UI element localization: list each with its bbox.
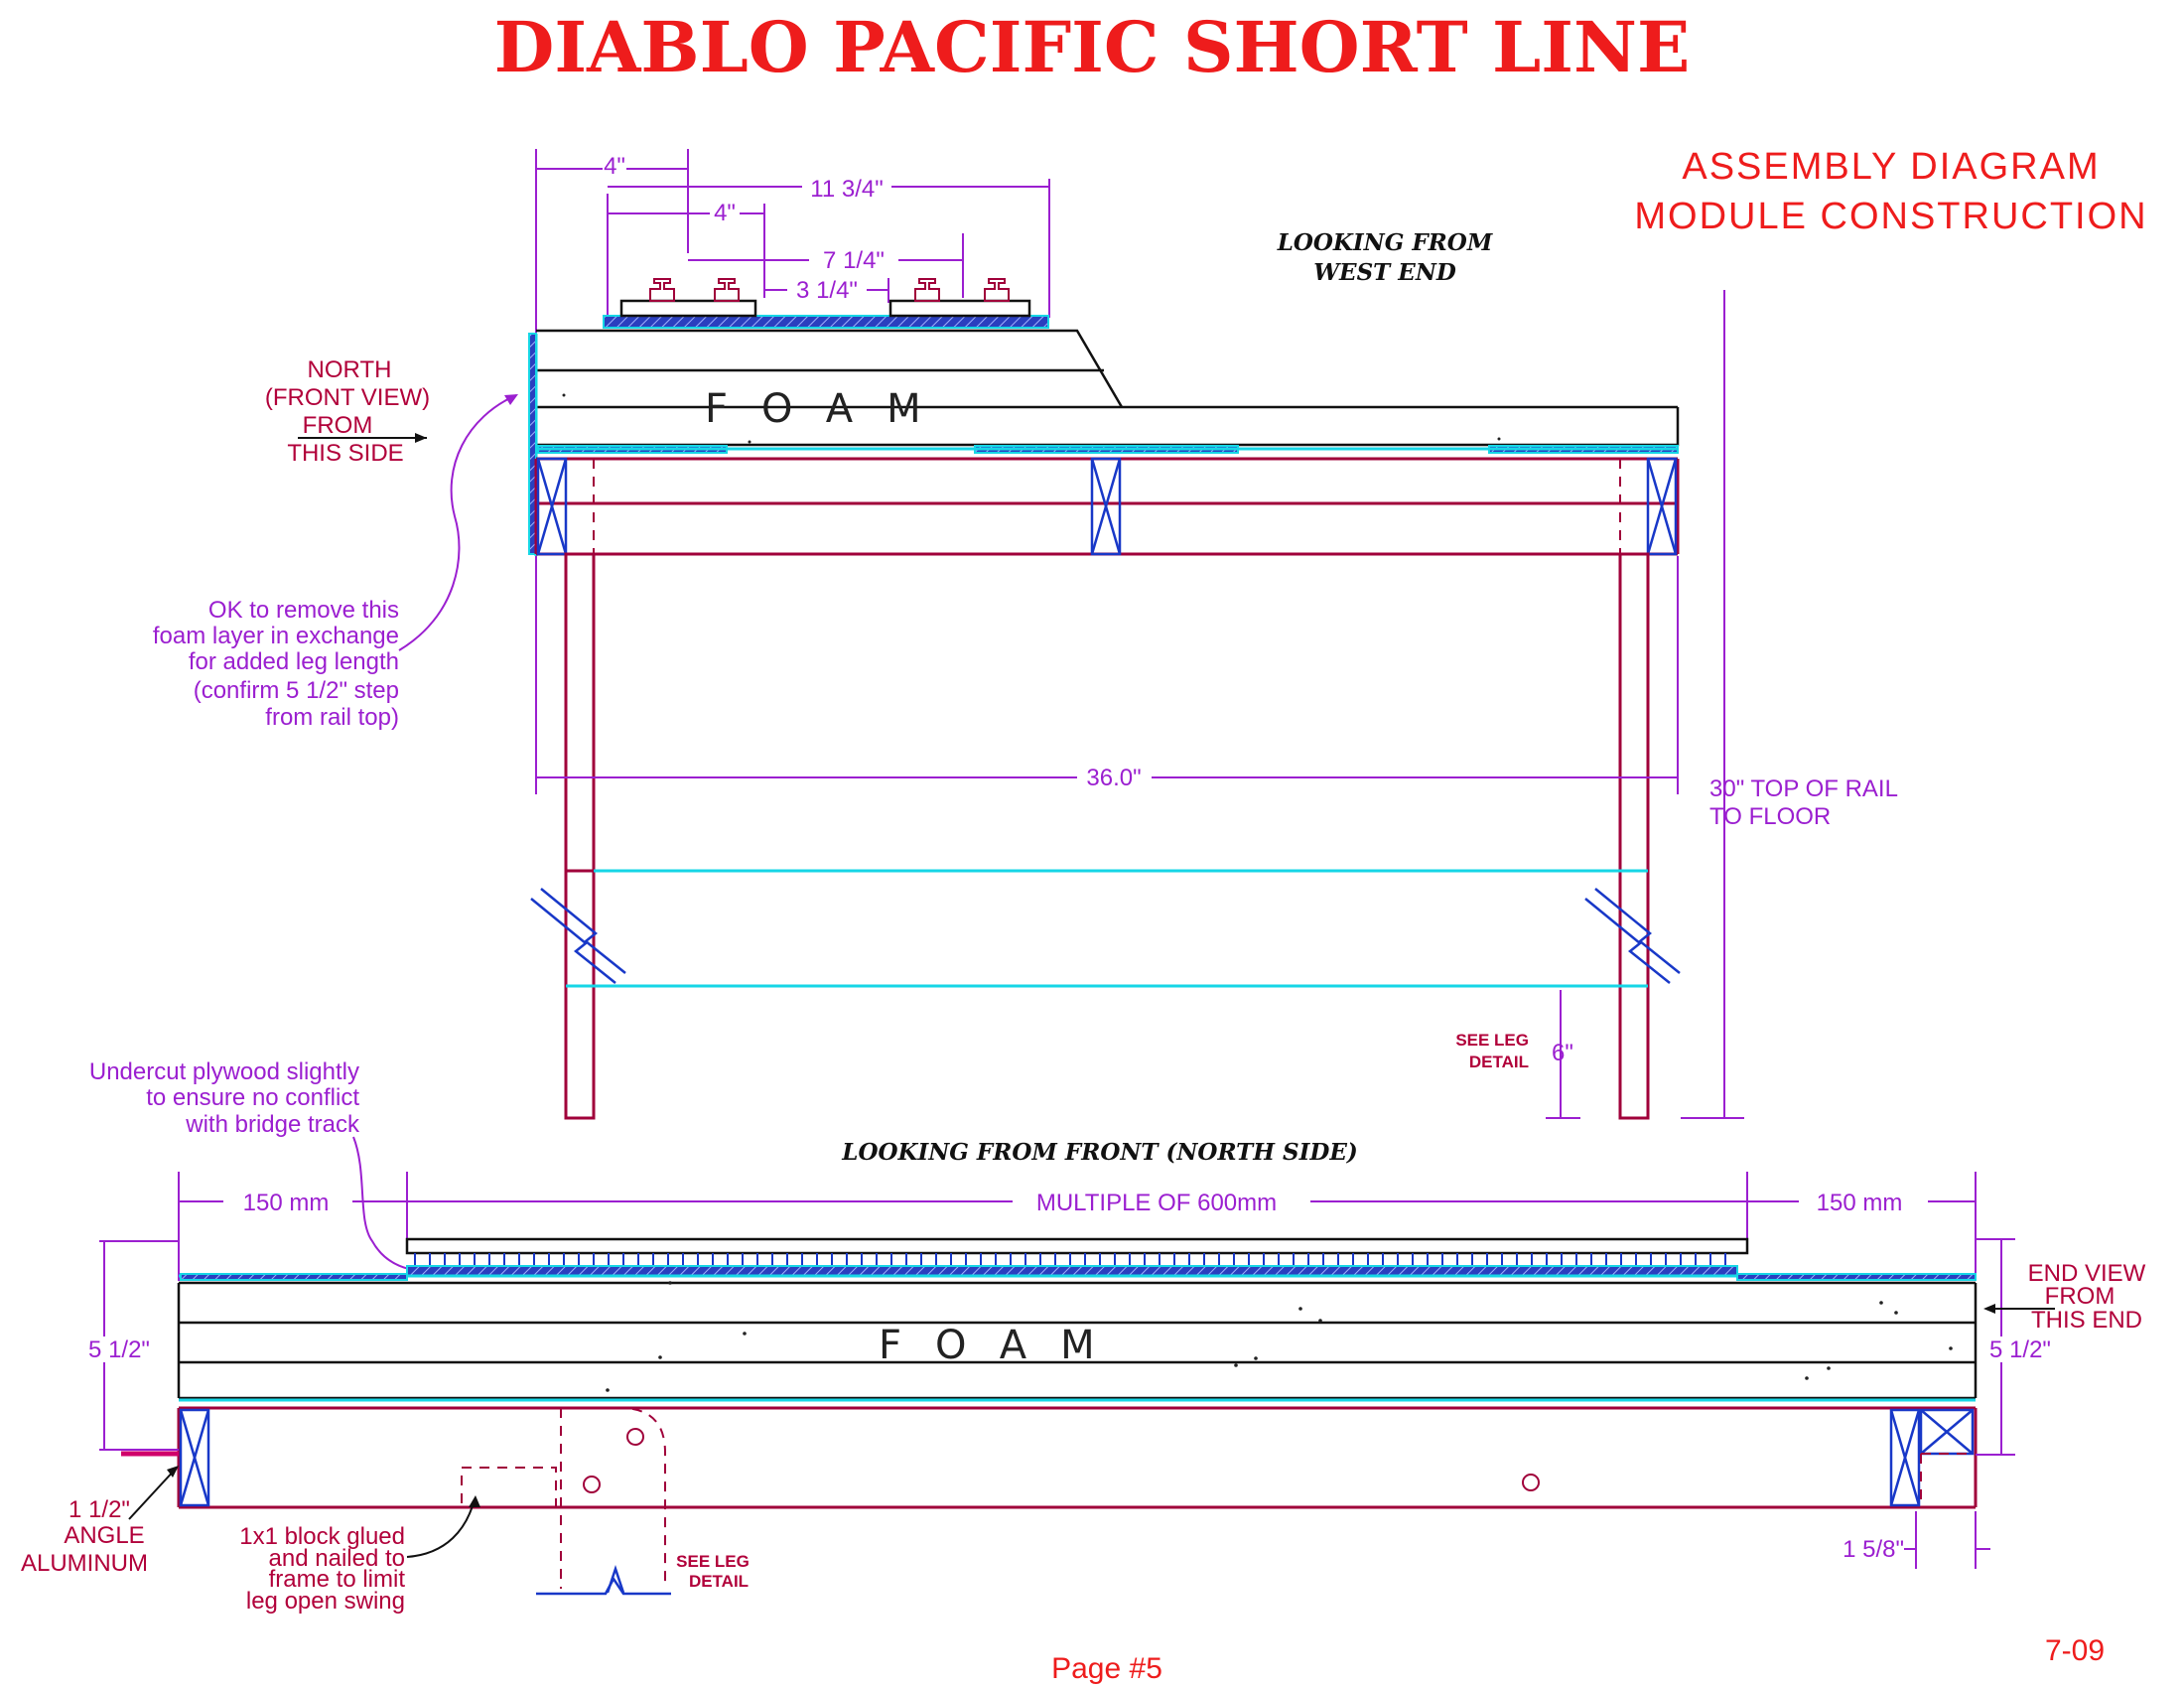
foam-removal-note: OK to remove this foam layer in exchange… [153,394,518,731]
foam-note-line1: OK to remove this [208,597,399,624]
angle-aluminum-note: 1 1/2" ANGLE ALUMINUM [21,1451,179,1577]
foam-note-line2: foam layer in exchange [153,623,399,649]
angle-line3: ALUMINUM [21,1550,148,1577]
angle-line1: 1 1/2" [68,1496,130,1523]
end-view-label-line1: LOOKING FROM [1277,229,1494,256]
undercut-note-line2: to ensure no conflict [146,1084,359,1111]
dim-36: 36.0" [1086,765,1141,791]
end-view: LOOKING FROM WEST END 4" 11 3/4" 4" 7 1/… [153,149,1898,1120]
track-ties [414,1253,1726,1267]
front-view-foam: FOAM [177,1273,1978,1402]
angle-line2: ANGLE [64,1522,144,1549]
foam-note-line4: (confirm 5 1/2" step [194,677,399,704]
heading-line2: MODULE CONSTRUCTION [1634,196,2147,237]
end-view-foam-label: FOAM [705,386,955,432]
dim-left-5-1-2: 5 1/2" [88,1336,150,1363]
page-title: DIABLO PACIFIC SHORT LINE [494,6,1691,88]
undercut-note-line3: with bridge track [185,1111,360,1138]
dim-4-top: 4" [604,153,625,180]
block-note-line3: frame to limit [269,1566,406,1593]
heading-line1: ASSEMBLY DIAGRAM [1682,146,2100,188]
dim-1-5-8: 1 5/8" [1843,1536,1904,1563]
end-view-note-line2: FROM [2045,1283,2116,1310]
north-line2: (FRONT VIEW) [265,384,430,411]
north-line4: THIS SIDE [287,440,403,467]
dim-left-150: 150 mm [243,1190,330,1216]
front-side-dimensions: 5 1/2" 5 1/2" 1 5/8" [71,1238,2060,1569]
end-view-legs [530,552,1681,1120]
track-roadbed [603,278,1049,329]
leg-6-dimension: 6" SEE LEG DETAIL [1455,990,1580,1119]
dim-multiple-600: MULTIPLE OF 600mm [1036,1190,1277,1216]
dim-6: 6" [1552,1040,1573,1066]
dim-7-1-4: 7 1/4" [823,247,885,274]
dim-11-3-4: 11 3/4" [810,176,883,203]
block-note-line4: leg open swing [246,1588,405,1615]
north-note: NORTH (FRONT VIEW) FROM THIS SIDE [265,356,430,467]
front-top-dimensions: 150 mm MULTIPLE OF 600mm 150 mm [178,1172,1977,1281]
dim-right-150: 150 mm [1817,1190,1903,1216]
front-view-foam-label: FOAM [879,1323,1129,1368]
end-view-note-line1: END VIEW [2028,1260,2146,1287]
foam-note-line5: from rail top) [265,704,399,731]
block-note-line1: 1x1 block glued [239,1523,405,1550]
north-line3: FROM [303,412,373,439]
height-note-line2: TO FLOOR [1709,803,1831,830]
front-view-frame [177,1406,1978,1596]
end-view-label-line2: WEST END [1313,259,1456,286]
dim-4-second: 4" [714,200,736,226]
dim-3-1-4: 3 1/4" [796,277,858,304]
front-see-leg-line1: SEE LEG [676,1552,750,1571]
end-view-foam: FOAM [528,329,1680,556]
foam-note-line3: for added leg length [189,648,399,675]
front-view: LOOKING FROM FRONT (NORTH SIDE) Undercut… [21,1058,2146,1615]
height-dimension: 30" TOP OF RAIL TO FLOOR [1681,290,1898,1119]
end-view-frame [534,457,1680,556]
height-note-line1: 30" TOP OF RAIL [1709,775,1898,802]
block-note-line2: and nailed to [269,1545,405,1572]
front-see-leg-line2: DETAIL [689,1572,749,1591]
end-view-plywood [536,445,1679,454]
end-see-leg-line2: DETAIL [1469,1053,1529,1071]
end-view-top-dimensions: 4" 11 3/4" 4" 7 1/4" 3 1/4" [535,149,1050,333]
end-view-note: END VIEW FROM THIS END [1983,1260,2146,1334]
dim-36-line: 36.0" [535,556,1679,794]
revision-date: 7-09 [2045,1634,2105,1667]
north-line1: NORTH [308,356,392,383]
block-note: 1x1 block glued and nailed to frame to l… [239,1495,480,1615]
bridge-track [405,1237,1749,1277]
front-view-label: LOOKING FROM FRONT (NORTH SIDE) [841,1139,1357,1166]
end-see-leg-line1: SEE LEG [1455,1031,1529,1050]
page-number: Page #5 [1051,1652,1162,1685]
undercut-note-line1: Undercut plywood slightly [89,1058,359,1085]
dim-right-5-1-2: 5 1/2" [1989,1336,2051,1363]
end-view-note-line3: THIS END [2031,1307,2142,1334]
